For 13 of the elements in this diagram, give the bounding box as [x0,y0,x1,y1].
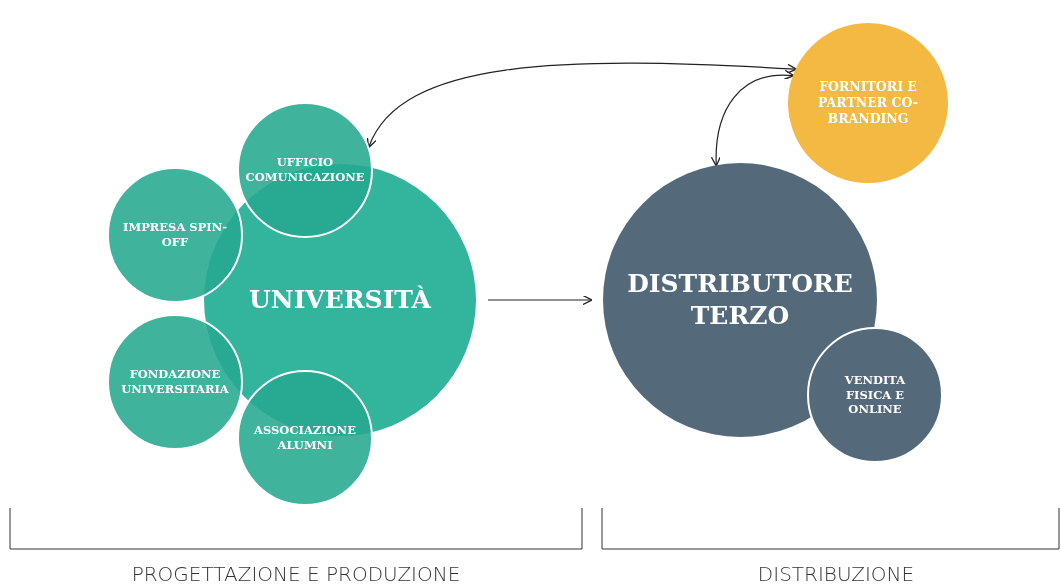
arrow [367,62,798,149]
section-label: DISTRIBUZIONE [757,562,915,586]
node-label: VENDITA FISICA E ONLINE [843,372,907,418]
section-label: PROGETTAZIONE E PRODUZIONE [131,562,461,586]
node-label: FORNITORI E PARTNER CO-BRANDING [817,78,919,128]
arrow [487,294,593,306]
node-label: UFFICIO COMUNICAZIONE [245,155,365,185]
node-label: DISTRIBUTORE TERZO [626,267,854,332]
arrow [711,70,795,167]
node-label: FONDAZIONE UNIVERSITARIA [120,367,230,397]
node-label: UNIVERSITÀ [249,283,431,316]
node-label: ASSOCIAZIONE ALUMNI [253,423,357,453]
node-label: IMPRESA SPIN-OFF [122,220,228,250]
